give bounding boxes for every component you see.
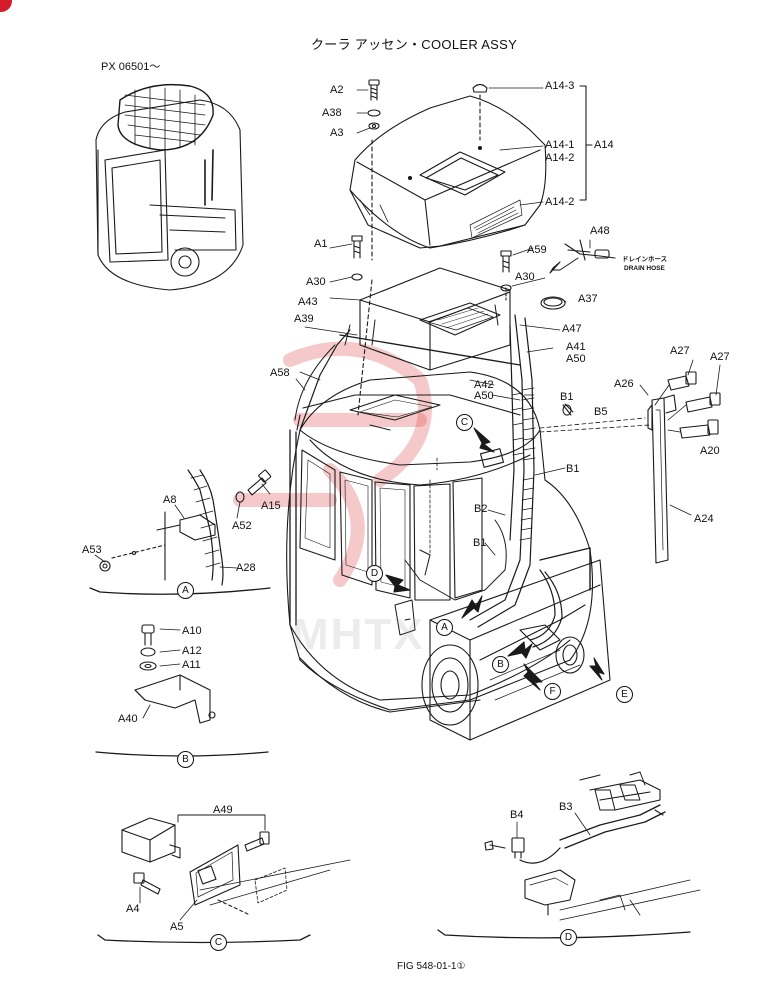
label-b4: B4 xyxy=(510,809,524,821)
cooler-cover-drawing xyxy=(349,94,547,416)
label-a14-2-upper: A14-2 xyxy=(545,152,575,164)
label-a38: A38 xyxy=(322,107,342,119)
connector-b4-icon xyxy=(484,837,525,859)
bolt-a15-icon xyxy=(247,469,272,496)
view-arrows xyxy=(385,427,605,691)
label-a28: A28 xyxy=(236,562,256,574)
label-a41: A41 xyxy=(566,341,586,353)
label-a14-3: A14-3 xyxy=(545,80,575,92)
label-a42: A42 xyxy=(474,379,494,391)
washer-a12-icon xyxy=(140,647,156,657)
cap-a14-3-icon xyxy=(472,83,488,93)
label-b2: B2 xyxy=(474,503,488,515)
label-a37: A37 xyxy=(578,293,598,305)
machine-body-drawing xyxy=(286,344,594,713)
detail-d-marker: D xyxy=(560,929,577,946)
label-b5: B5 xyxy=(594,406,608,418)
label-a14-2-lower: A14-2 xyxy=(545,196,575,208)
bolt-a20-icon xyxy=(679,419,719,439)
label-a4: A4 xyxy=(126,903,140,915)
label-a11: A11 xyxy=(182,659,201,671)
label-a58: A58 xyxy=(270,367,290,379)
label-a47: A47 xyxy=(562,323,582,335)
view-marker-e-main: E xyxy=(616,686,633,703)
label-a2: A2 xyxy=(330,84,344,96)
drain-hose-jp: ドレインホース xyxy=(622,256,668,263)
drain-hose-a48-icon xyxy=(549,239,616,274)
label-a14-1: A14-1 xyxy=(545,139,575,151)
washer-a38-icon xyxy=(367,109,381,117)
detail-b-drawing xyxy=(134,674,216,724)
reference-machine-drawing xyxy=(95,83,244,291)
bolt-a59-icon xyxy=(500,250,512,273)
label-a50-upper: A50 xyxy=(566,353,586,365)
watermark-text: MHTX xyxy=(292,610,425,659)
screw-a49-icon xyxy=(244,831,270,852)
view-marker-f-main: F xyxy=(544,683,561,700)
detail-a-drawing xyxy=(111,469,224,586)
serial-note: PX 06501～ xyxy=(101,61,161,73)
cooler-hoses-drawing xyxy=(469,314,563,648)
label-a49: A49 xyxy=(213,804,233,816)
label-a1: A1 xyxy=(314,238,328,250)
label-a52: A52 xyxy=(232,520,252,532)
detail-d-drawing xyxy=(519,771,701,921)
bracket-a24-drawing xyxy=(647,394,677,564)
clamp-a37-icon xyxy=(540,296,566,310)
label-b3: B3 xyxy=(559,801,573,813)
bolt-a27-upper-icon xyxy=(667,371,697,391)
view-marker-b-main: B xyxy=(492,656,509,673)
label-a27-lower: A27 xyxy=(710,351,730,363)
label-a8: A8 xyxy=(163,494,177,506)
a14-bracket xyxy=(579,85,593,201)
drain-hose-en: DRAIN HOSE xyxy=(624,265,665,272)
detail-a-marker: A xyxy=(177,582,194,599)
label-b1-lower: B1 xyxy=(473,537,487,549)
label-a15: A15 xyxy=(261,500,281,512)
label-a20: A20 xyxy=(700,445,720,457)
detail-b-marker: B xyxy=(177,751,194,768)
harness-b2 xyxy=(404,519,507,601)
label-a43: A43 xyxy=(298,296,318,308)
label-a30-right: A30 xyxy=(515,271,535,283)
label-a5: A5 xyxy=(170,921,184,933)
label-b1-upper: B1 xyxy=(560,391,574,403)
label-a53: A53 xyxy=(82,544,102,556)
nut-a30-left-icon xyxy=(351,273,363,281)
bolt-a10-icon xyxy=(141,624,155,646)
label-a30-left: A30 xyxy=(306,276,326,288)
view-marker-d-main: D xyxy=(366,565,383,582)
label-a10: A10 xyxy=(182,625,202,637)
label-a24: A24 xyxy=(694,513,714,525)
label-a3: A3 xyxy=(330,127,344,139)
rod-a58 xyxy=(299,329,351,431)
bolt-a1-icon xyxy=(351,235,363,259)
label-a40: A40 xyxy=(118,713,138,725)
label-a14: A14 xyxy=(594,139,614,151)
label-b1-middle: B1 xyxy=(566,463,580,475)
label-a59: A59 xyxy=(527,244,547,256)
washer-a11-icon xyxy=(139,661,157,671)
label-a50-lower: A50 xyxy=(474,390,494,402)
bolt-a4-icon xyxy=(133,872,161,895)
bolt-a27-lower-icon xyxy=(685,392,721,413)
cooler-frame-drawing xyxy=(339,267,521,371)
nut-a53-icon xyxy=(99,560,111,572)
label-a12: A12 xyxy=(182,645,202,657)
clamp-b5-icon xyxy=(562,403,574,416)
detail-c-marker: C xyxy=(210,934,227,951)
view-marker-c-main: C xyxy=(456,414,473,431)
label-a27-upper: A27 xyxy=(670,345,690,357)
view-marker-a-main: A xyxy=(436,619,453,636)
page-title: クーラ アッセン・COOLER ASSY xyxy=(311,37,518,52)
detail-c-drawing xyxy=(121,817,351,916)
washer-a3-icon xyxy=(368,122,380,130)
label-a26: A26 xyxy=(614,378,634,390)
label-a39: A39 xyxy=(294,313,314,325)
label-a48: A48 xyxy=(590,225,610,237)
figure-number: FIG 548-01-1① xyxy=(397,961,466,972)
bolt-a2-icon xyxy=(368,79,380,101)
